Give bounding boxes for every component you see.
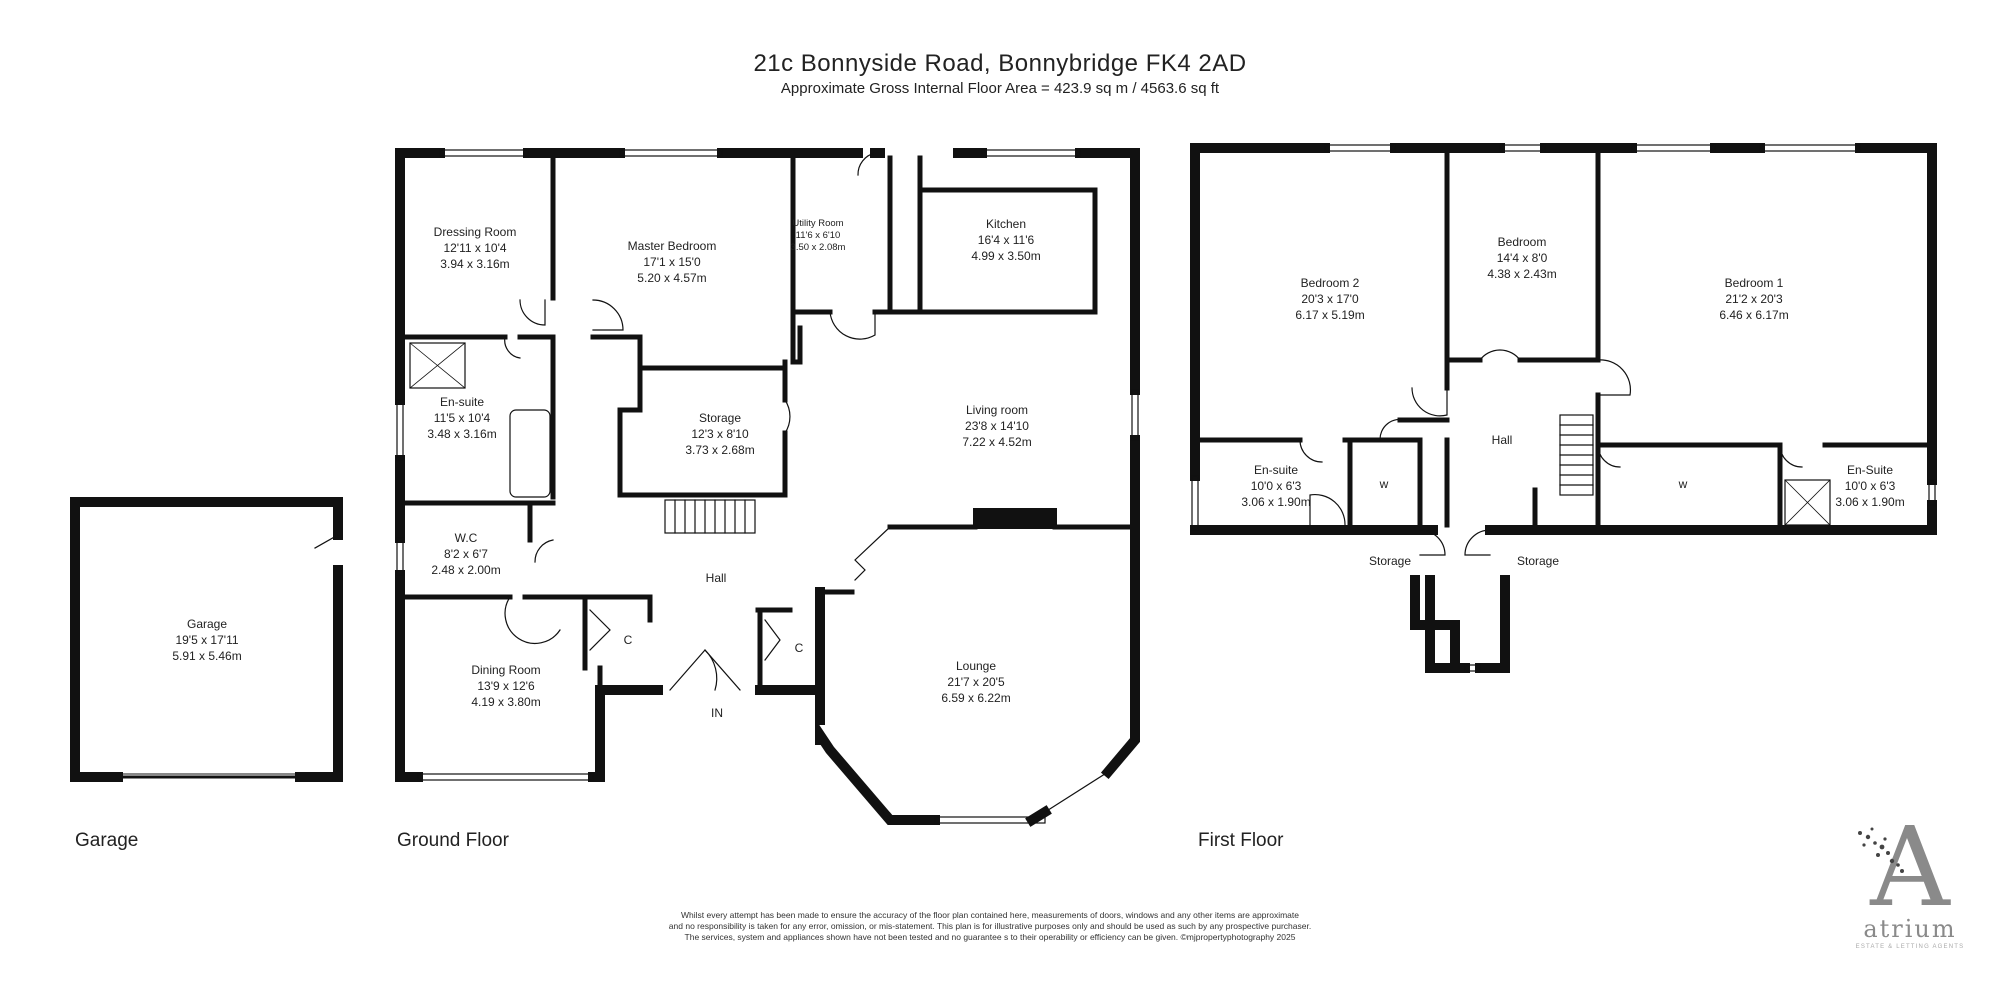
entrance-tag: IN: [711, 706, 723, 720]
logo-letter: A: [1869, 805, 1951, 915]
floor-label-garage: Garage: [75, 830, 139, 851]
brand-name: atrium: [1863, 915, 1957, 943]
wardrobe-tag-right: w: [1678, 477, 1688, 491]
floor-area-summary: Approximate Gross Internal Floor Area = …: [780, 80, 1220, 97]
wardrobe-tag-left: w: [1379, 477, 1389, 491]
room-hall-ground: Hall: [705, 571, 727, 585]
disclaimer: Whilst every attempt has been made to en…: [668, 910, 1312, 942]
first-floor-inner-walls: [1197, 150, 1930, 528]
garage-walls: [70, 497, 343, 782]
first-floor-outer-walls: [1190, 143, 1937, 673]
floor-label-ground: Ground Floor: [397, 830, 509, 851]
garage-side-door: [314, 534, 339, 549]
floor-label-first: First Floor: [1198, 830, 1284, 851]
ground-windows: [396, 149, 1139, 824]
first-windows: [1191, 144, 1936, 672]
shower: [409, 342, 466, 389]
ensuite-shower-left: [1309, 493, 1346, 526]
cupboard-tag-left: C: [623, 633, 633, 647]
ground-doors: [504, 152, 891, 691]
plan-title: 21c Bonnyside Road, Bonnybridge FK4 2AD: [753, 50, 1247, 77]
room-hall-first: Hall: [1491, 433, 1513, 447]
brand-tagline: ESTATE & LETTING AGENTS: [1855, 944, 1965, 950]
ground-stairs: [664, 499, 756, 534]
room-storage-first-right: Storage: [1516, 554, 1560, 568]
room-storage-first-left: Storage: [1368, 554, 1412, 568]
ground-floor-inner-walls: [402, 155, 1133, 693]
first-doors: [1299, 349, 1803, 556]
bath: [509, 409, 551, 498]
atrium-logo: A: [1858, 805, 1951, 915]
first-stairs: [1559, 414, 1594, 496]
cupboard-tag-right: C: [794, 641, 804, 655]
logo-leaves: [1858, 827, 1904, 873]
fireplace: [973, 508, 1057, 529]
ensuite-shower: [1784, 479, 1831, 526]
